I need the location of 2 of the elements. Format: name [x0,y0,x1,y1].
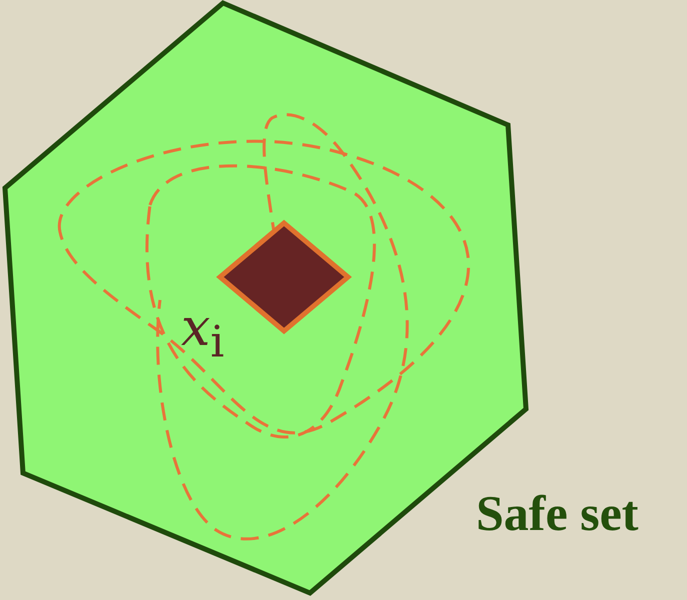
region-label: Safe set [476,484,638,542]
variable-label: x$_{i}$ [181,298,224,368]
